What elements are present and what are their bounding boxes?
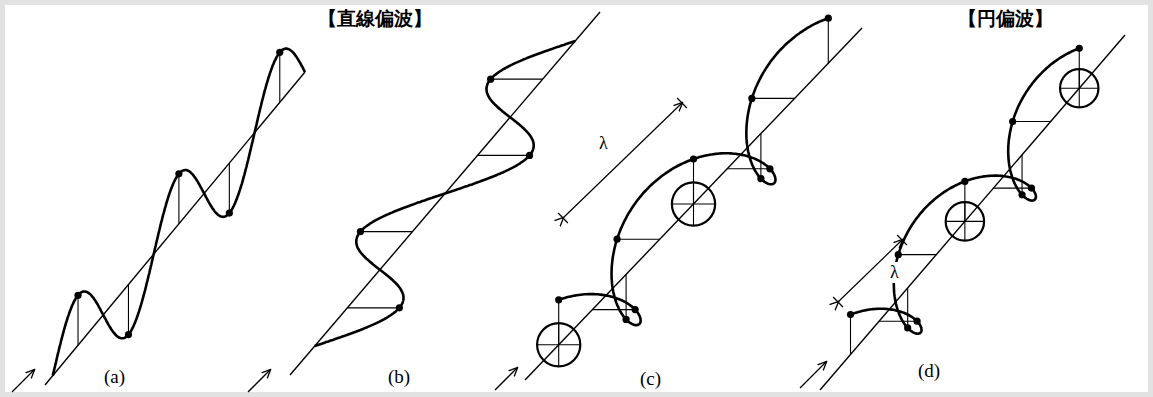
field-line xyxy=(77,295,78,345)
field-line xyxy=(178,174,179,224)
wavelength-arrow xyxy=(838,240,902,302)
field-line xyxy=(592,309,635,310)
field-vector-curve xyxy=(53,49,305,376)
propagation-axis xyxy=(45,72,305,385)
field-dot xyxy=(1076,45,1083,52)
field-line xyxy=(617,239,660,240)
field-line xyxy=(347,307,399,308)
section-title: 【円偏波】 xyxy=(958,8,1053,30)
field-line xyxy=(229,163,230,213)
field-line xyxy=(760,134,761,179)
figure-label: (d) xyxy=(918,360,940,382)
dimension-tick xyxy=(558,213,568,223)
field-dot xyxy=(175,170,182,177)
field-dot xyxy=(748,95,755,102)
direction-arrow xyxy=(800,362,826,388)
cross-line xyxy=(693,182,694,225)
field-dot xyxy=(757,175,764,182)
cross-line xyxy=(964,202,965,240)
cross-line xyxy=(1079,69,1080,107)
field-dot xyxy=(961,178,968,185)
wave-drawings xyxy=(12,12,1125,392)
field-line xyxy=(626,274,627,319)
section-title: 【直線偏波】 xyxy=(318,8,432,30)
field-dot xyxy=(526,152,533,159)
field-dot xyxy=(357,228,364,235)
rotation-circle xyxy=(1060,69,1098,107)
field-line xyxy=(1022,155,1023,195)
field-dot xyxy=(766,165,773,172)
field-dot xyxy=(690,155,697,162)
field-dot xyxy=(1028,184,1035,191)
direction-arrow xyxy=(12,370,34,392)
field-line xyxy=(491,79,543,80)
wavelength-symbol: λ xyxy=(598,133,609,154)
field-dot xyxy=(74,292,81,299)
cross-line xyxy=(558,323,559,366)
field-line xyxy=(907,288,908,328)
field-dot xyxy=(1009,118,1016,125)
field-dot xyxy=(487,76,494,83)
propagation-axis xyxy=(525,28,862,380)
direction-arrow xyxy=(248,370,270,392)
field-line xyxy=(727,168,770,169)
rotation-circle xyxy=(537,323,580,366)
field-line xyxy=(752,98,795,99)
dimension-tick xyxy=(897,235,907,245)
figure-label: (b) xyxy=(388,366,410,388)
field-dot xyxy=(904,324,911,331)
figure-label: (c) xyxy=(640,368,661,390)
dimension-tick xyxy=(833,297,843,307)
field-dot xyxy=(1018,191,1025,198)
field-vector-curve xyxy=(559,18,829,325)
field-dot xyxy=(226,209,233,216)
field-vector-curve xyxy=(315,41,575,346)
field-line xyxy=(828,18,829,63)
field-dot xyxy=(396,304,403,311)
field-line xyxy=(478,155,530,156)
propagation-axis xyxy=(820,35,1125,390)
rotation-circle xyxy=(672,182,715,225)
field-dot xyxy=(276,49,283,56)
field-line xyxy=(360,231,412,232)
direction-arrow xyxy=(495,368,517,390)
field-dot xyxy=(613,236,620,243)
field-line xyxy=(279,52,280,102)
field-dot xyxy=(895,251,902,258)
propagation-axis xyxy=(290,12,600,375)
field-dot xyxy=(825,15,832,22)
field-line xyxy=(128,285,129,335)
figure-label: (a) xyxy=(104,366,125,388)
field-dot xyxy=(623,316,630,323)
field-dot xyxy=(125,331,132,338)
rotation-circle xyxy=(946,202,984,240)
wavelength-symbol: λ xyxy=(889,262,900,283)
field-line xyxy=(898,254,936,255)
field-line xyxy=(993,188,1031,189)
field-line xyxy=(850,315,851,355)
field-line xyxy=(879,321,917,322)
field-dot xyxy=(913,318,920,325)
field-dot xyxy=(555,296,562,303)
wavelength-arrow xyxy=(563,103,682,218)
field-dot xyxy=(632,306,639,313)
field-vector-curve xyxy=(851,48,1080,333)
dimension-tick xyxy=(677,98,687,108)
field-dot xyxy=(847,311,854,318)
field-line xyxy=(1013,121,1051,122)
